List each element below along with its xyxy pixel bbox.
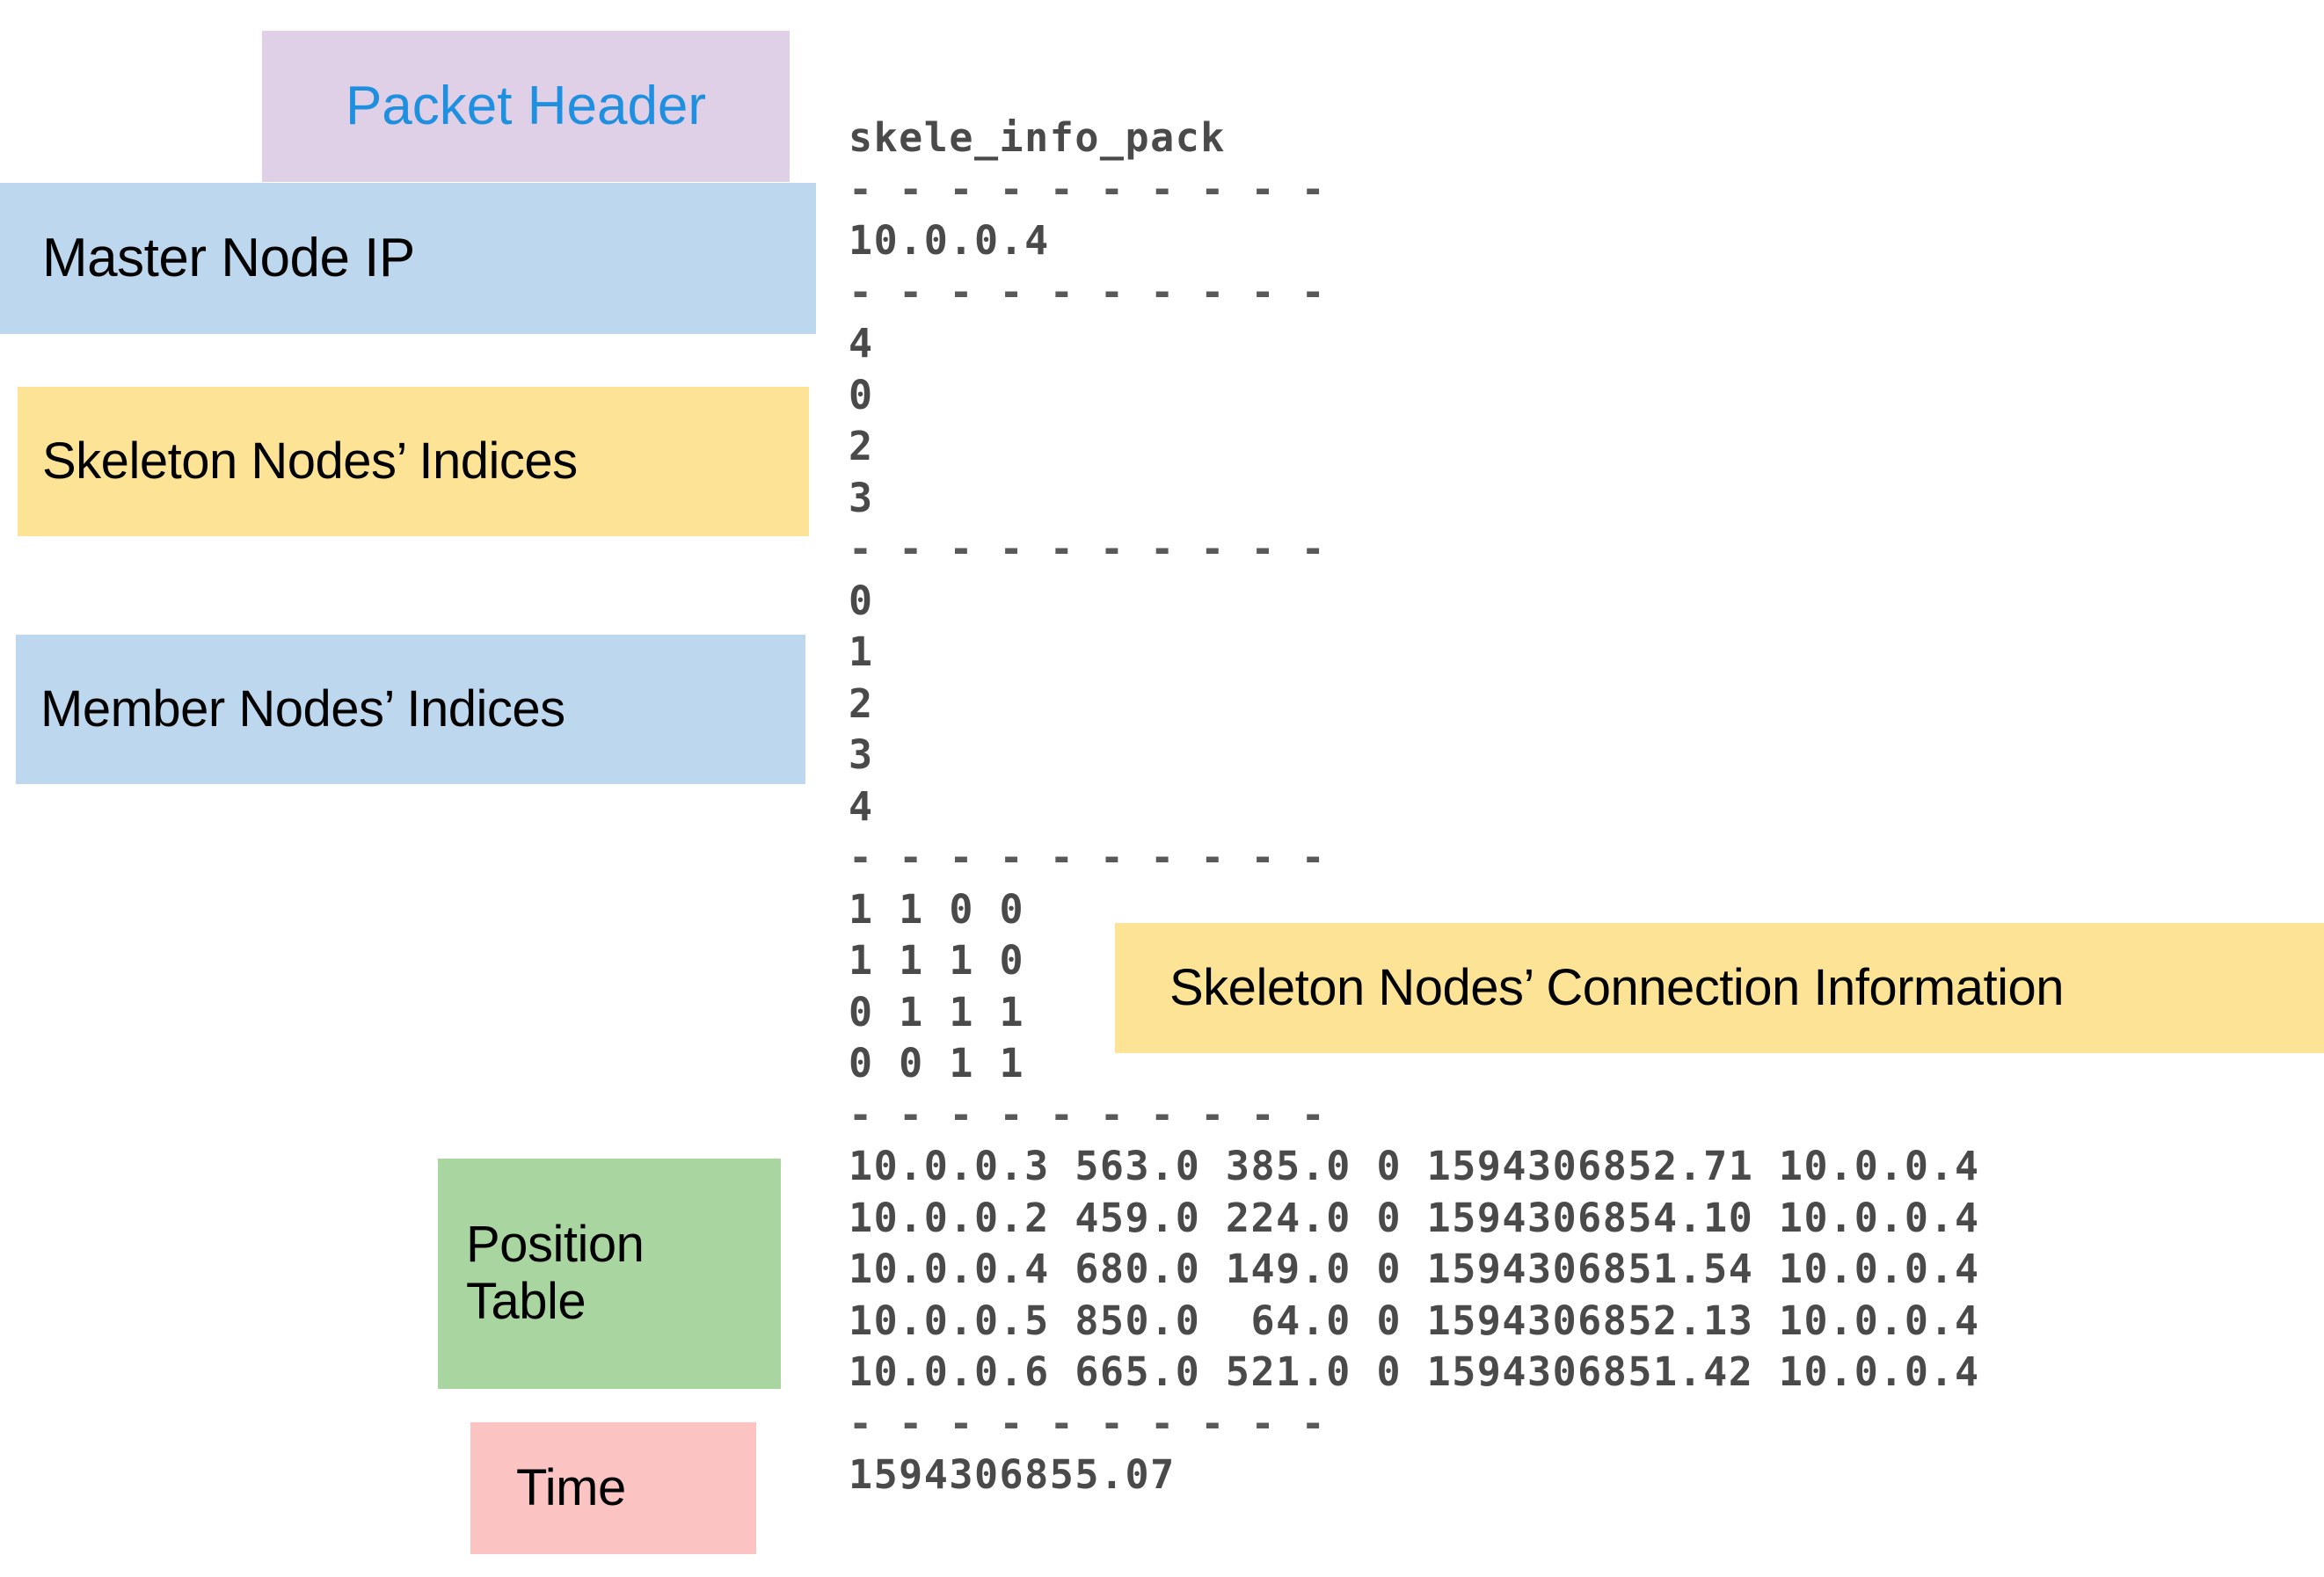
packet-line-index: 0 — [849, 371, 874, 418]
packet-line-row: 10.0.0.3 563.0 385.0 0 1594306852.71 10.… — [849, 1143, 1980, 1189]
label-position-table: Position Table — [438, 1159, 781, 1389]
packet-line-matrix: 1 1 0 0 — [849, 885, 1025, 933]
packet-line-ip: 10.0.0.4 — [849, 217, 1050, 264]
packet-line-row: 10.0.0.5 850.0 64.0 0 1594306852.13 10.0… — [849, 1297, 1980, 1344]
packet-line-header: skele_info_pack — [849, 114, 1226, 161]
label-master-node-ip: Master Node IP — [0, 183, 816, 334]
label-member-nodes-indices: Member Nodes’ Indices — [16, 635, 805, 784]
label-packet-header: Packet Header — [262, 31, 790, 182]
packet-line-separator: - - - - - - - - - - — [849, 268, 1327, 316]
packet-dump-text: skele_info_pack- - - - - - - - - -10.0.0… — [849, 113, 1980, 1501]
packet-line-row: 10.0.0.4 680.0 149.0 0 1594306851.54 10.… — [849, 1246, 1980, 1292]
packet-line-separator: - - - - - - - - - - — [849, 165, 1327, 213]
packet-line-time: 1594306855.07 — [849, 1451, 1176, 1498]
packet-line-index: 1 — [849, 629, 874, 675]
label-time: Time — [470, 1422, 756, 1554]
label-skeleton-nodes-indices: Skeleton Nodes’ Indices — [18, 387, 809, 536]
packet-line-index: 4 — [849, 320, 874, 367]
packet-line-index: 4 — [849, 782, 874, 830]
packet-line-row: 10.0.0.2 459.0 224.0 0 1594306854.10 10.… — [849, 1194, 1980, 1241]
packet-line-matrix: 1 1 1 0 — [849, 937, 1025, 984]
packet-line-matrix: 0 0 1 1 — [849, 1040, 1025, 1086]
packet-line-index: 0 — [849, 577, 874, 624]
packet-line-separator: - - - - - - - - - - — [849, 526, 1327, 572]
packet-line-index: 3 — [849, 474, 874, 521]
packet-line-row: 10.0.0.6 665.0 521.0 0 1594306851.42 10.… — [849, 1348, 1980, 1395]
packet-line-index: 2 — [849, 679, 874, 727]
label-skeleton-nodes-connection-information: Skeleton Nodes’ Connection Information — [1115, 923, 2324, 1053]
packet-line-separator: - - - - - - - - - - — [849, 1399, 1327, 1447]
packet-line-matrix: 0 1 1 1 — [849, 988, 1025, 1036]
packet-line-index: 3 — [849, 731, 874, 778]
packet-line-index: 2 — [849, 423, 874, 469]
packet-line-separator: - - - - - - - - - - — [849, 1091, 1327, 1138]
packet-line-separator: - - - - - - - - - - — [849, 834, 1327, 881]
